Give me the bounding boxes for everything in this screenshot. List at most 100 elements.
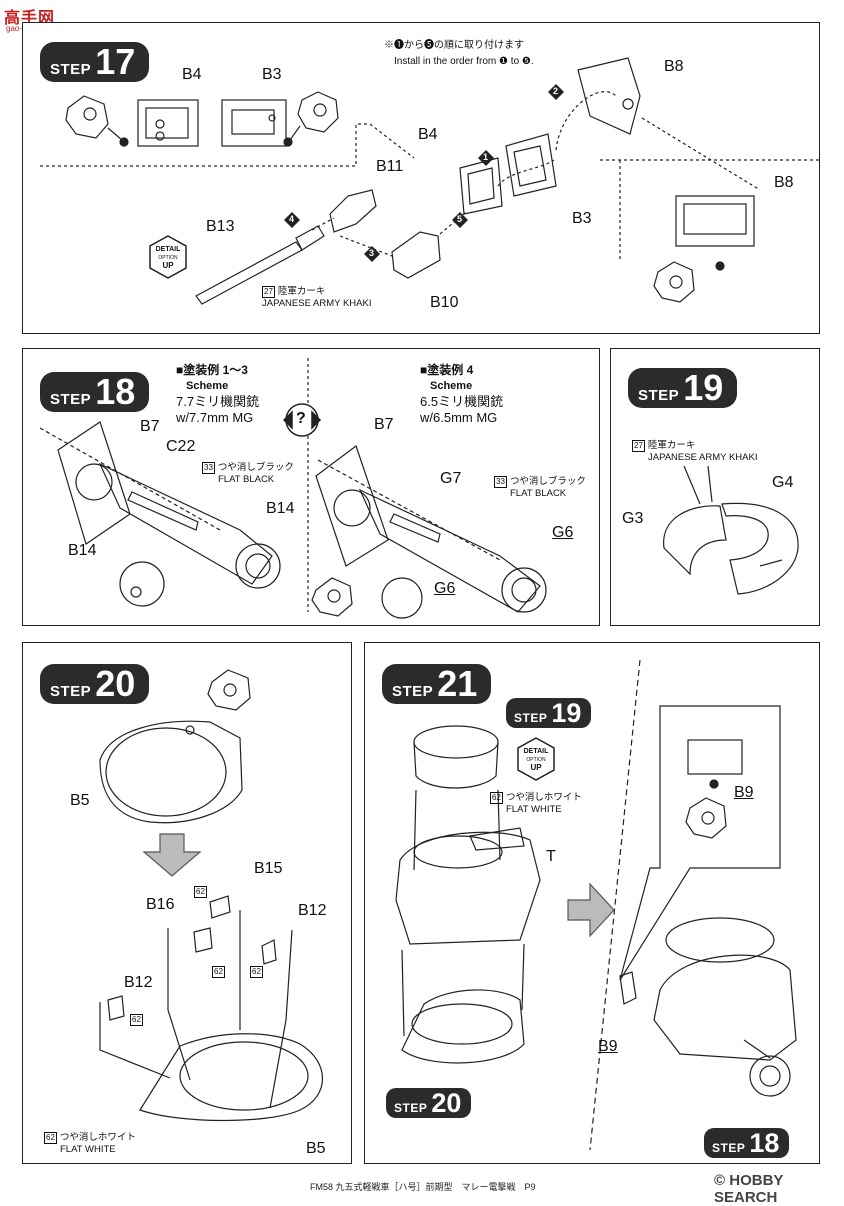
- label-b7-b: B7: [374, 416, 394, 433]
- step-17-drawing: [40, 57, 820, 305]
- part-step19-ring: [413, 725, 499, 759]
- label-b13: B13: [206, 218, 235, 235]
- step-18-scheme-b: ■塗装例 4 Scheme 6.5ミリ機関銃 w/6.5mm MG: [420, 363, 504, 425]
- step-18-drawing: [39, 358, 547, 619]
- part-b4-plate: [137, 99, 199, 147]
- part-step20-base: [401, 989, 525, 1064]
- nipper-icon-20: [207, 669, 251, 711]
- part-b12-right: [261, 939, 277, 965]
- part-b7-b: [315, 445, 389, 567]
- label-g6-a: G6: [552, 524, 574, 541]
- label-b11: B11: [376, 158, 404, 175]
- part-g6-ball: [381, 577, 423, 619]
- part-b15: [209, 895, 231, 919]
- part-paint-b15: 62: [194, 886, 207, 898]
- part-b3-box: [505, 133, 557, 197]
- detail-up-badge-21: [517, 737, 555, 781]
- gun-mount: [749, 1055, 791, 1097]
- part-g4: [721, 502, 799, 595]
- label-b9: B9: [598, 1038, 618, 1055]
- footer-brand: © HOBBY SEARCH: [714, 1172, 784, 1206]
- part-paint-b12-right: 62: [250, 966, 263, 978]
- detail-badge-17-text: DETAIL OPTION UP: [155, 246, 181, 270]
- step-21-divider: [589, 659, 641, 1151]
- label-b10: B10: [430, 294, 459, 311]
- label-g3: G3: [622, 510, 644, 527]
- nipper-icon-b8: [653, 261, 695, 303]
- label-b14-a: B14: [266, 500, 295, 517]
- part-t-turret: [395, 831, 541, 945]
- label-b5-top: B5: [70, 792, 90, 809]
- label-b12-left: B12: [124, 974, 153, 991]
- step-17-order-note-jp: ※❶から❺の順に取り付けます: [384, 40, 524, 51]
- choice-icon-mark: ?: [296, 410, 306, 427]
- label-t: T: [546, 848, 556, 865]
- part-b12-left: [107, 995, 125, 1021]
- part-b16: [193, 927, 213, 953]
- step-17-order-note-en: Install in the order from ❶ to ❺.: [394, 56, 534, 67]
- nipper-icon-left: [65, 95, 109, 139]
- part-b9-inset: [687, 739, 743, 775]
- part-b14-ball: [119, 561, 165, 607]
- part-b8-top: [577, 57, 641, 135]
- label-b8-right: B8: [774, 174, 794, 191]
- part-c22: [127, 491, 199, 531]
- footer-text: FM58 九五式軽戦車［ハ号］前期型 マレー電撃戦 P9: [310, 1182, 536, 1192]
- part-g7: [389, 513, 441, 543]
- label-b14-b: B14: [68, 542, 97, 559]
- label-b7-a: B7: [140, 418, 160, 435]
- part-b3-plate: [221, 99, 287, 147]
- label-b15: B15: [254, 860, 283, 877]
- label-b5-bottom: B5: [306, 1140, 326, 1157]
- label-b3-top: B3: [262, 66, 282, 83]
- assembled-ring: [665, 917, 775, 963]
- part-paint-b16: 62: [212, 966, 225, 978]
- step-20-panel: [22, 642, 352, 1164]
- step-19-drawing: [663, 465, 799, 595]
- label-b3-mid: B3: [572, 210, 592, 227]
- part-g3: [663, 505, 727, 576]
- brand-mark-icon: ©: [714, 1172, 726, 1189]
- nipper-icon-right: [297, 91, 339, 133]
- part-b11: [329, 189, 377, 233]
- choice-icon: [282, 403, 322, 437]
- label-b8-top: B8: [664, 58, 684, 75]
- step-17-panel: [22, 22, 820, 334]
- part-paint-b12-left: 62: [130, 1014, 143, 1026]
- detail-badge-21-text: DETAIL OPTION UP: [523, 748, 549, 772]
- label-c22: C22: [166, 438, 196, 455]
- order-marker-3: 3: [369, 248, 375, 258]
- label-b16: B16: [146, 896, 175, 913]
- part-b14-tube-a: [98, 462, 273, 585]
- label-g7: G7: [440, 470, 462, 487]
- part-b5-top: [99, 720, 243, 824]
- label-g4: G4: [772, 474, 794, 491]
- order-marker-1: 1: [483, 152, 489, 162]
- part-g6-tube: [358, 488, 541, 613]
- down-arrow: [142, 833, 202, 877]
- label-b12-right: B12: [298, 902, 327, 919]
- label-b9-inset: B9: [734, 784, 754, 801]
- right-arrow: [567, 882, 615, 938]
- callout-bubble: [619, 705, 781, 981]
- order-marker-2: 2: [553, 86, 559, 96]
- part-b8-right: [675, 195, 755, 247]
- assembled-turret: [653, 954, 797, 1061]
- label-b4-top: B4: [182, 66, 202, 83]
- part-b10: [391, 231, 441, 279]
- nipper-icon-21: [685, 797, 727, 839]
